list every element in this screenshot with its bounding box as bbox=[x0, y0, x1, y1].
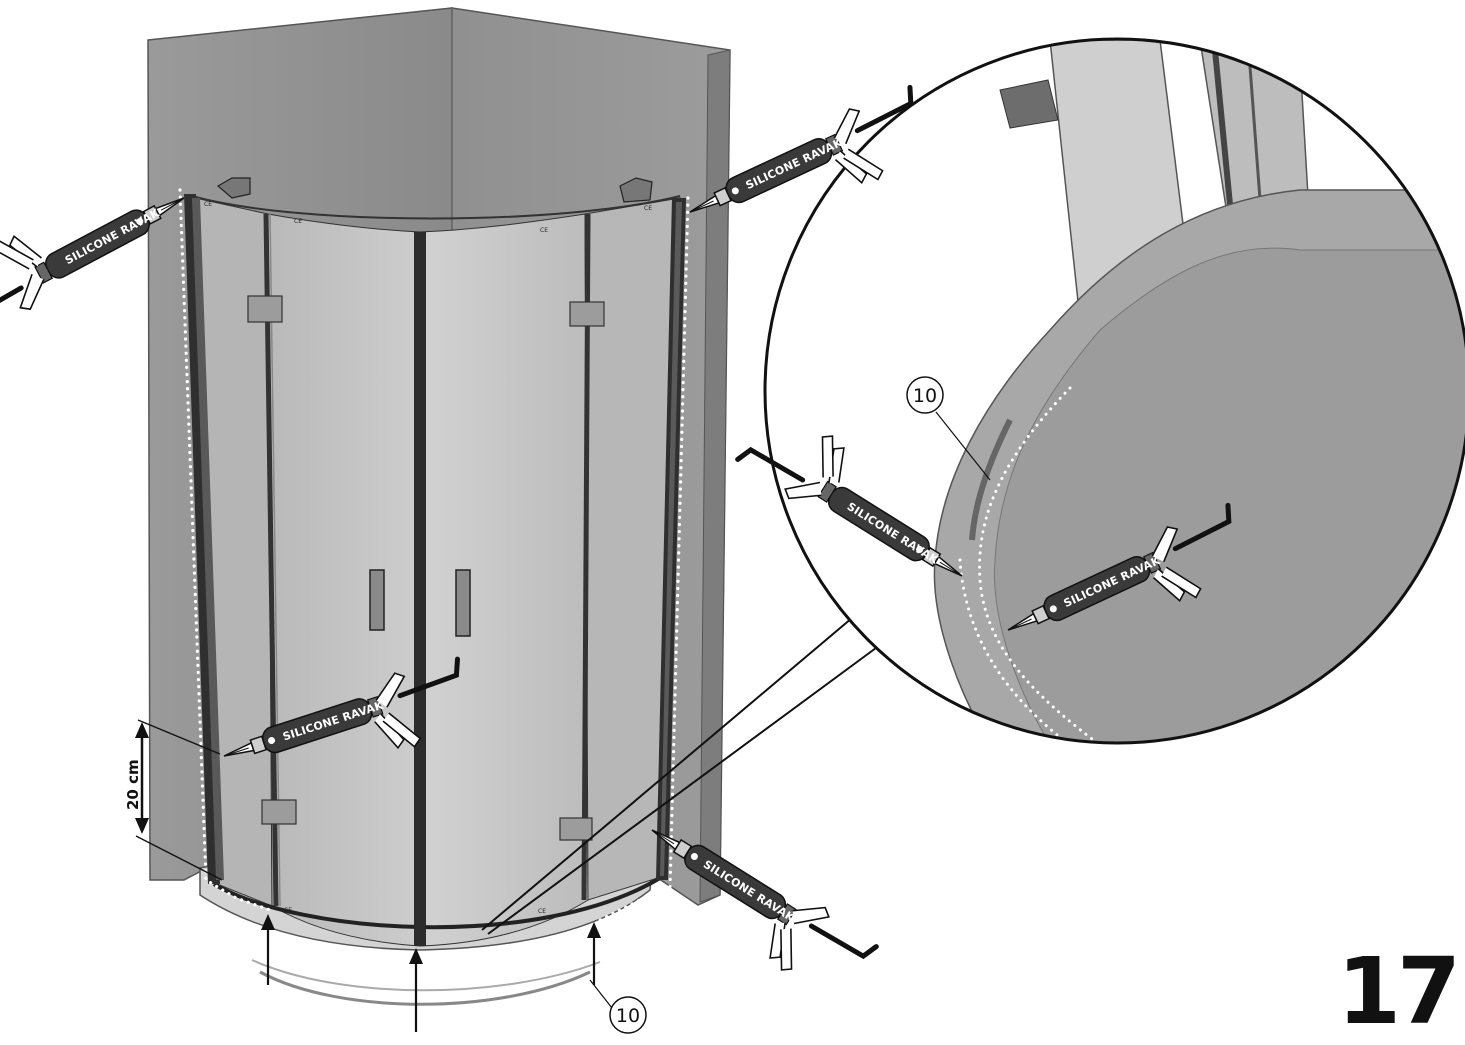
hinge-top-right bbox=[569, 301, 605, 327]
center-door-profile bbox=[414, 232, 426, 946]
left-door-glass bbox=[267, 213, 421, 947]
handle-right bbox=[455, 569, 471, 637]
silicone-bead-lines bbox=[178, 188, 690, 922]
zoom-silicone-inner bbox=[978, 386, 1102, 743]
step-number: 17 bbox=[1336, 938, 1461, 1045]
zoom-silicone-outer bbox=[958, 558, 1072, 743]
hinge-bottom-right bbox=[559, 817, 593, 841]
ce-mark: CE bbox=[644, 205, 652, 212]
right-wall-edge bbox=[699, 49, 731, 903]
zoom-detail: 10 bbox=[763, 37, 1465, 745]
shower-enclosure: CE CE CE CE CE CE bbox=[147, 7, 731, 1006]
ce-mark: CE bbox=[294, 218, 302, 225]
ce-mark: CE bbox=[540, 227, 548, 234]
gun-label: SILICONE RAVAK bbox=[63, 206, 162, 267]
hinge-bottom-left bbox=[261, 799, 297, 825]
top-bracket-right bbox=[619, 177, 653, 203]
dimension-20cm: 20 cm bbox=[124, 719, 223, 881]
gun-label: SILICONE RAVAK bbox=[744, 136, 845, 192]
ce-mark: CE bbox=[538, 908, 546, 915]
dimension-label: 20 cm bbox=[124, 759, 142, 810]
hinge-top-left bbox=[247, 295, 283, 323]
silicone-gun-bottom-right: SILICONE RAVAK bbox=[626, 808, 880, 1006]
callout-number: 10 bbox=[913, 385, 937, 407]
zoom-connector bbox=[481, 617, 881, 935]
ce-mark: CE bbox=[284, 907, 292, 914]
callout-number: 10 bbox=[616, 1005, 640, 1027]
handle-left bbox=[369, 569, 385, 631]
tray-arrows bbox=[261, 914, 601, 1032]
ce-mark: CE bbox=[204, 201, 212, 208]
callout-10-zoom: 10 bbox=[906, 376, 991, 481]
callout-10-bottom: 10 bbox=[589, 979, 647, 1034]
top-bracket-left bbox=[216, 177, 251, 199]
